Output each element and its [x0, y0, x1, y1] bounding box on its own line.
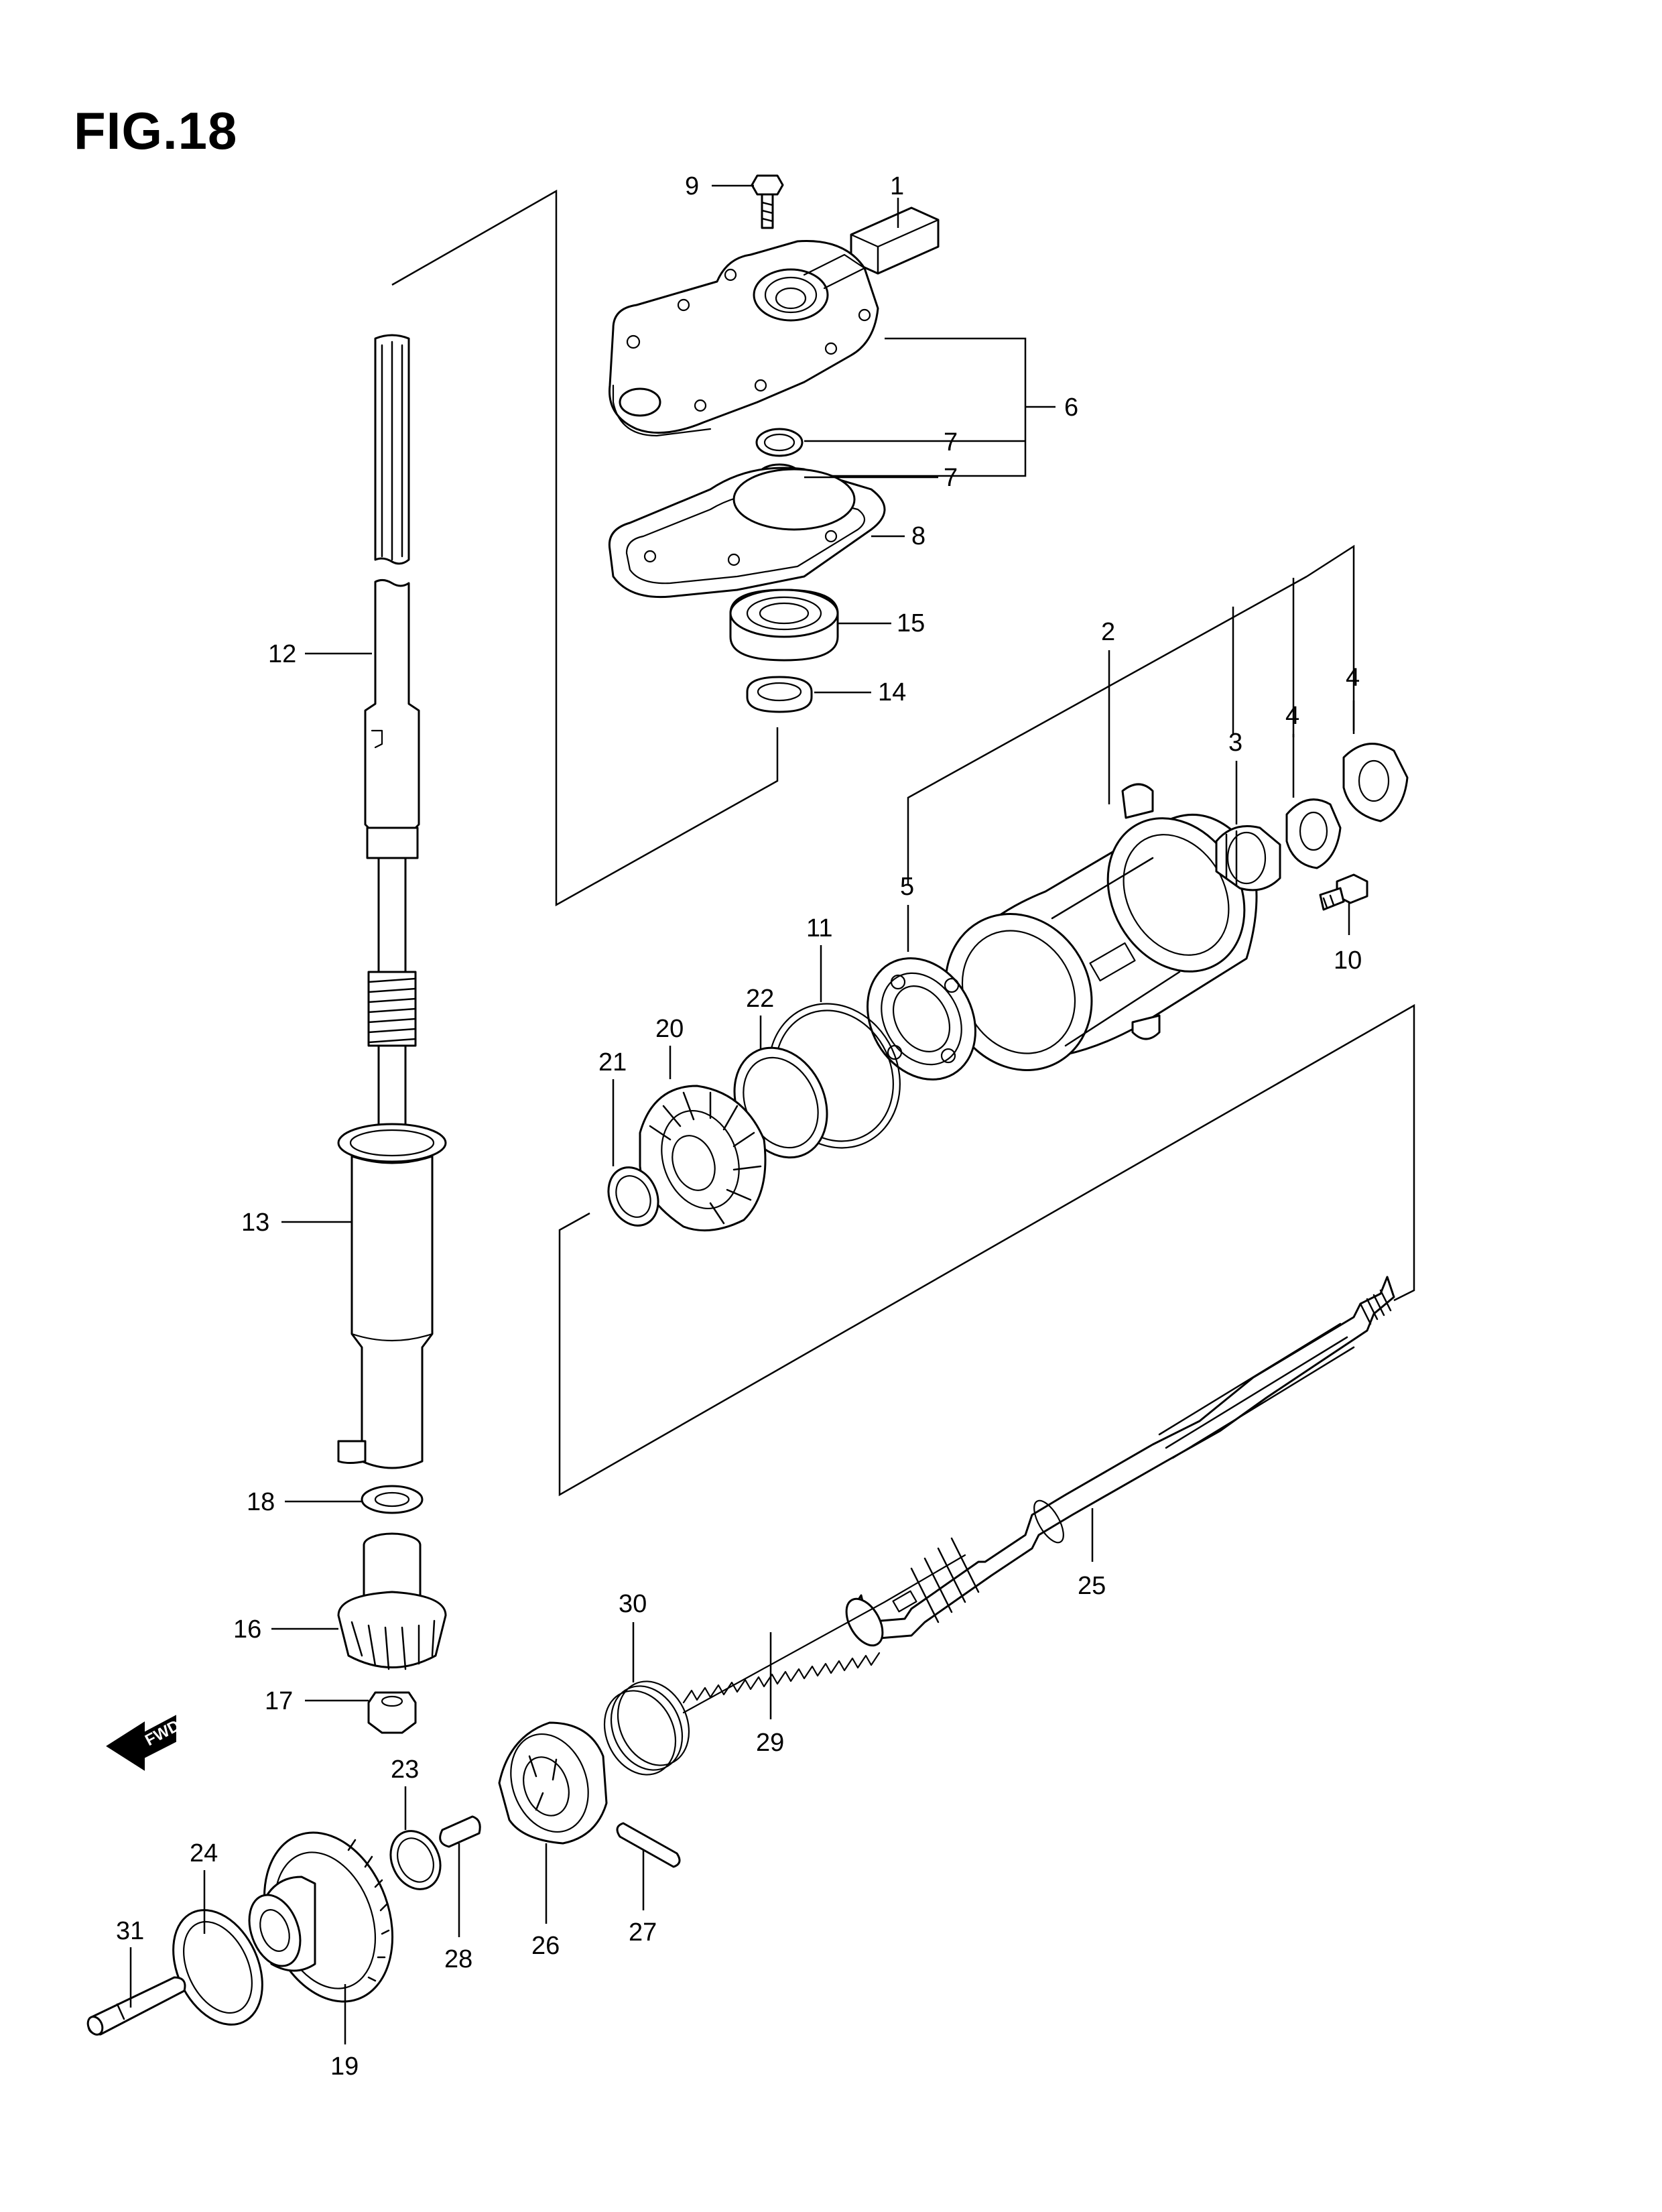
seal-4a-shape — [1285, 798, 1342, 869]
seal-7a-shape — [755, 428, 804, 457]
part-label-20: 20 — [655, 1015, 684, 1043]
cover-plate-6-shape — [609, 240, 879, 437]
push-rod-28-shape — [439, 1815, 481, 1848]
ring-14-shape — [746, 676, 813, 713]
part-label-13: 13 — [241, 1209, 269, 1237]
part-label-17: 17 — [265, 1687, 293, 1715]
part-label-6: 6 — [1064, 393, 1078, 422]
part-label-19: 19 — [330, 2052, 359, 2081]
ring-23-shape — [389, 1830, 442, 1890]
fwd-arrow-icon: FWD — [106, 1715, 183, 1771]
group-bracket-lines — [391, 189, 1415, 1497]
propeller-shaft-25-shape — [845, 1276, 1395, 1647]
spring-ring-30-shape — [603, 1680, 690, 1776]
seal-4b-shape — [1342, 743, 1409, 822]
part-label-28: 28 — [444, 1945, 472, 1973]
part-label-16: 16 — [233, 1615, 261, 1644]
clutch-26-shape — [498, 1721, 608, 1845]
part-label-1: 1 — [890, 172, 904, 200]
nut-17-shape — [367, 1691, 417, 1734]
part-label-25: 25 — [1078, 1572, 1106, 1600]
washer-18-shape — [361, 1485, 424, 1514]
part-label-4a: 4 — [1285, 702, 1299, 730]
part-label-5: 5 — [900, 873, 914, 901]
part-label-7b: 7 — [944, 464, 958, 492]
leader-lines — [129, 184, 1355, 2044]
part-label-15: 15 — [897, 609, 925, 637]
gasket-8-shape — [608, 467, 886, 599]
seal-1-shape — [850, 206, 940, 275]
cross-pin-27-shape — [616, 1822, 681, 1868]
part-label-3: 3 — [1228, 729, 1242, 757]
bolt-9-shape — [751, 174, 784, 229]
part-label-26: 26 — [531, 1932, 560, 1960]
ring-21-shape — [607, 1166, 659, 1227]
drive-shaft-12-shape — [364, 334, 420, 1168]
part-label-4b: 4 — [1346, 664, 1360, 692]
needle-bearing-3-shape — [1215, 825, 1281, 892]
part-label-30: 30 — [619, 1590, 647, 1618]
part-label-8: 8 — [911, 522, 925, 550]
part-label-27: 27 — [629, 1918, 657, 1947]
pinion-gear-16-shape — [337, 1532, 447, 1670]
part-label-22: 22 — [746, 985, 774, 1013]
part-label-24: 24 — [190, 1839, 218, 1867]
part-label-29: 29 — [756, 1729, 784, 1757]
part-label-21: 21 — [598, 1048, 627, 1077]
part-label-9: 9 — [685, 172, 699, 200]
bevel-gear-20-shape — [639, 1085, 767, 1232]
part-label-14: 14 — [878, 678, 906, 706]
bolt-10-shape — [1319, 873, 1368, 911]
part-label-11: 11 — [806, 914, 832, 942]
part-label-12: 12 — [268, 640, 296, 668]
bearing-15-shape — [729, 589, 839, 662]
bearing-5-shape — [867, 957, 976, 1081]
spring-29-shape — [682, 1554, 966, 1714]
part-label-23: 23 — [391, 1756, 419, 1784]
part-label-2: 2 — [1101, 618, 1115, 646]
part-label-10: 10 — [1334, 946, 1362, 975]
bearing-housing-2-shape — [944, 783, 1258, 1071]
shaft-31-shape — [86, 1976, 186, 2036]
reverse-gear-19-shape — [248, 1831, 394, 2003]
part-label-18: 18 — [247, 1488, 275, 1516]
sleeve-13-shape — [337, 1123, 447, 1469]
part-label-31: 31 — [116, 1917, 144, 1945]
upper-cover-assembly — [608, 174, 940, 713]
figure-title: FIG.18 — [74, 101, 238, 160]
part-labels: 9 1 6 7 7 8 15 14 12 13 18 16 17 2 3 4 4… — [116, 172, 1362, 2081]
part-label-7a: 7 — [944, 428, 958, 456]
